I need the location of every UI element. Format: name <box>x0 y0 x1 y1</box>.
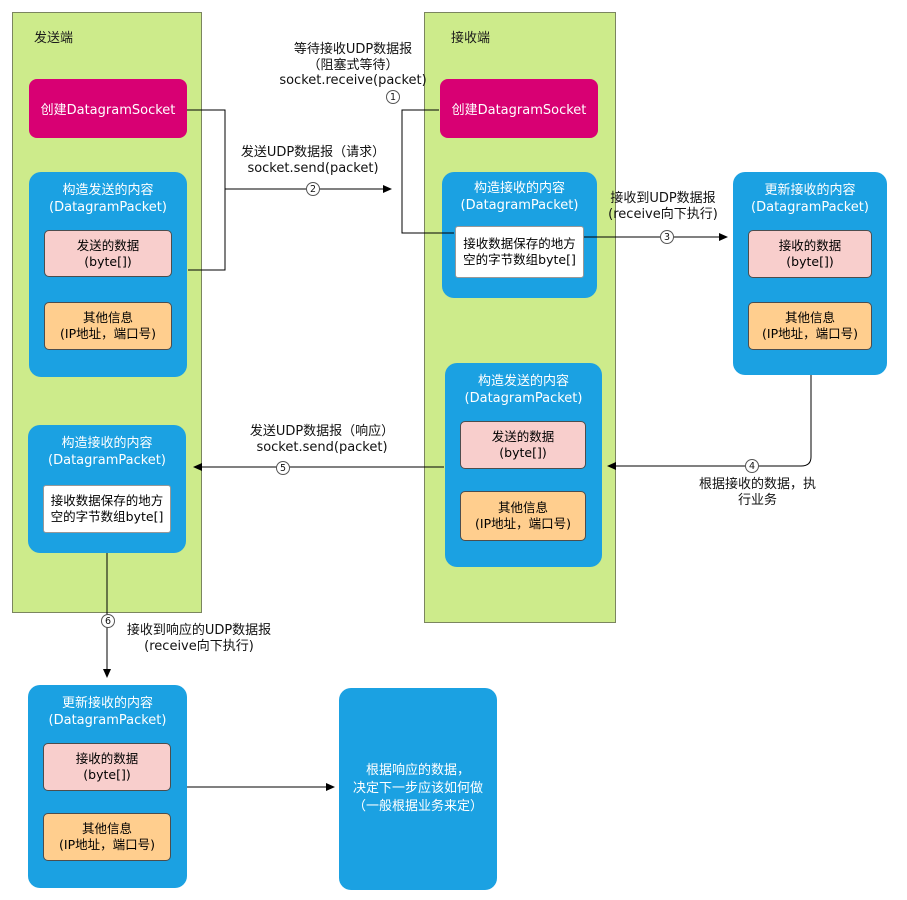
updated-receive-right-box: 更新接收的内容 (DatagramPacket) 接收的数据 (byte[]) … <box>733 172 887 375</box>
receiver-panel-title: 接收端 <box>451 31 491 46</box>
step-circle-6: 6 <box>101 614 115 628</box>
sender-other-info-box: 其他信息 (IP地址，端口号) <box>44 302 172 350</box>
receiver-send-data-box: 发送的数据 (byte[]) <box>460 421 586 469</box>
step-circle-4: 4 <box>745 459 759 473</box>
updated-receive-right-data-box: 接收的数据 (byte[]) <box>748 230 872 278</box>
step-circle-1: 1 <box>386 90 400 104</box>
sender-create-socket-box: 创建DatagramSocket <box>29 79 187 138</box>
receiver-send-packet-title: 构造发送的内容 (DatagramPacket) <box>464 374 583 406</box>
sender-send-packet-box: 构造发送的内容 (DatagramPacket) 发送的数据 (byte[]) … <box>29 172 187 377</box>
receiver-receive-packet-title: 构造接收的内容 (DatagramPacket) <box>460 181 579 213</box>
updated-receive-bottom-title: 更新接收的内容 (DatagramPacket) <box>48 696 167 728</box>
receiver-send-packet-box: 构造发送的内容 (DatagramPacket) 发送的数据 (byte[]) … <box>445 363 602 567</box>
label-step6-receive-response: 接收到响应的UDP数据报 (receive向下执行) <box>126 623 272 654</box>
sender-send-data-box: 发送的数据 (byte[]) <box>44 230 172 277</box>
receiver-receive-buffer-box: 接收数据保存的地方 空的字节数组byte[] <box>455 226 584 278</box>
label-step2-send-request: 发送UDP数据报（请求） socket.send(packet) <box>240 145 386 176</box>
step-circle-2: 2 <box>306 182 320 196</box>
step-circle-5: 5 <box>276 461 290 475</box>
receiver-other-info-box: 其他信息 (IP地址，端口号) <box>460 491 586 541</box>
updated-receive-bottom-box: 更新接收的内容 (DatagramPacket) 接收的数据 (byte[]) … <box>28 685 187 888</box>
sender-receive-buffer-box: 接收数据保存的地方 空的字节数组byte[] <box>43 485 171 533</box>
updated-receive-right-info-box: 其他信息 (IP地址，端口号) <box>748 302 872 350</box>
step-circle-3: 3 <box>660 230 674 244</box>
updated-receive-right-title: 更新接收的内容 (DatagramPacket) <box>751 183 869 215</box>
label-step1-wait-receive: 等待接收UDP数据报 （阻塞式等待） socket.receive(packet… <box>279 42 427 88</box>
receiver-create-socket-box: 创建DatagramSocket <box>440 79 598 138</box>
sender-receive-packet-box: 构造接收的内容 (DatagramPacket) 接收数据保存的地方 空的字节数… <box>28 425 186 553</box>
updated-receive-bottom-data-box: 接收的数据 (byte[]) <box>43 743 171 791</box>
label-step4-process-data: 根据接收的数据，执 行业务 <box>698 477 816 508</box>
sender-send-packet-title: 构造发送的内容 (DatagramPacket) <box>49 183 167 215</box>
sender-panel-title: 发送端 <box>34 31 74 46</box>
receiver-receive-packet-box: 构造接收的内容 (DatagramPacket) 接收数据保存的地方 空的字节数… <box>442 172 597 298</box>
arrow-step4-process-data <box>607 375 812 470</box>
decision-box: 根据响应的数据， 决定下一步应该如何做 （一般根据业务来定） <box>339 688 497 890</box>
label-step5-send-response: 发送UDP数据报（响应） socket.send(packet) <box>249 424 395 455</box>
updated-receive-bottom-info-box: 其他信息 (IP地址，端口号) <box>43 813 171 861</box>
sender-receive-packet-title: 构造接收的内容 (DatagramPacket) <box>48 436 166 468</box>
label-step3-received: 接收到UDP数据报 (receive向下执行) <box>608 191 718 222</box>
